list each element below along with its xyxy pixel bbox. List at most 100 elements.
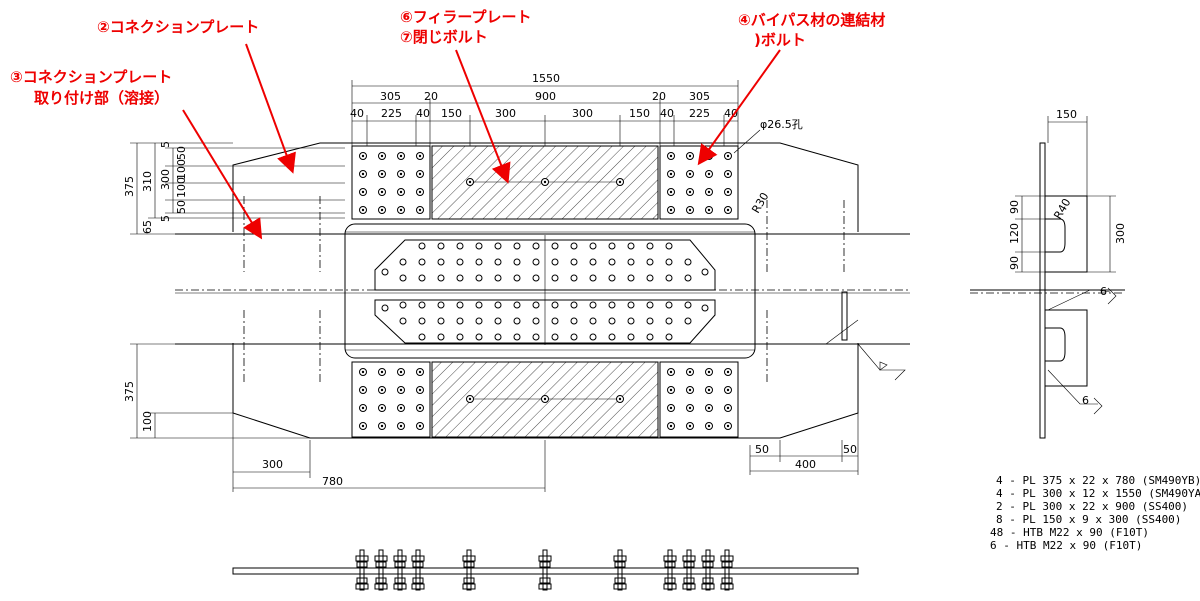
elevation-bolt-nut (411, 555, 425, 562)
arrow-bypass (697, 49, 781, 166)
splice-bolt-hole (456, 258, 464, 266)
splice-bolt-hole (513, 317, 521, 325)
splice-bolt-hole (437, 274, 445, 282)
elevation-bolt-nut (463, 561, 475, 568)
bolt-center (707, 388, 711, 392)
dim-1550: 1550 (532, 72, 560, 85)
weld-leader-1 (825, 319, 859, 345)
dim-150a: 150 (441, 107, 462, 120)
splice-bolt-hole (589, 333, 597, 341)
arrow-connection-plate (245, 43, 296, 174)
elevation-bolt-nut (355, 583, 369, 590)
splice-bolt-hole (418, 258, 426, 266)
splice-bolt-hole (627, 274, 635, 282)
splice-bolt-hole (437, 317, 445, 325)
bolt-center (669, 154, 673, 158)
material-list: 4 - PL 375 x 22 x 780 (SM490YB) 4 - PL 3… (990, 474, 1200, 552)
splice-bolt-hole (494, 242, 502, 250)
ann-weld-line1: ③コネクションプレート (10, 68, 172, 86)
elevation-bolt-nut (393, 583, 407, 590)
bolt-group-upper-left (351, 145, 431, 220)
bolt-center (726, 208, 730, 212)
side-cutout-upper (1045, 218, 1066, 253)
splice-bolt-hole (399, 301, 407, 309)
bolt-center (688, 190, 692, 194)
side-cutout-lower (1045, 327, 1066, 362)
bolt-center (669, 388, 673, 392)
elevation-bolt-nut (538, 555, 552, 562)
dim-50b: 50 (175, 200, 188, 214)
weld-leader-2 (857, 343, 906, 381)
splice-bolt-hole (456, 274, 464, 282)
bottom-elevation (232, 549, 859, 591)
splice-bolt-hole (665, 274, 673, 282)
splice-bolt-hole (494, 258, 502, 266)
elevation-bolt-nut (539, 561, 551, 568)
elevation-bolt-shank (686, 549, 692, 591)
splice-bolt-hole (646, 317, 654, 325)
splice-bolt-hole (608, 333, 616, 341)
upper-splice-plate (374, 239, 716, 291)
elevation-bolt-nut (375, 577, 387, 584)
weld-line-side-a (1097, 289, 1111, 293)
elevation-bolt-nut (375, 561, 387, 568)
splice-bolt-hole (589, 274, 597, 282)
elevation-bolt-nut (721, 577, 733, 584)
splice-bolt-hole (381, 268, 389, 276)
bolt-center (399, 154, 403, 158)
bolt-center (688, 154, 692, 158)
bolt-center (380, 370, 384, 374)
side-r40: R40 (1051, 196, 1073, 221)
bolt-center (361, 370, 365, 374)
bolt-center (418, 370, 422, 374)
splice-bolt-hole (456, 317, 464, 325)
material-item: 4 - PL 375 x 22 x 780 (SM490YB) (996, 474, 1200, 487)
bolt-holes (359, 152, 732, 430)
bolt-center (418, 424, 422, 428)
bolt-center (669, 172, 673, 176)
splice-bolt-hole (475, 274, 483, 282)
elevation-bolt-shank (617, 549, 623, 591)
splice-bolt-hole (684, 317, 692, 325)
end-stiffener (841, 291, 848, 341)
splice-bolt-hole (570, 258, 578, 266)
splice-bolt-hole (684, 274, 692, 282)
splice-bolt-hole (570, 274, 578, 282)
splice-bolt-hole (684, 301, 692, 309)
splice-bolt-hole (646, 258, 654, 266)
bolt-center (361, 424, 365, 428)
splice-bolt-hole (418, 317, 426, 325)
splice-bolt-hole (399, 258, 407, 266)
elevation-bolt-nut (538, 583, 552, 590)
bolt-group-lower-right (659, 361, 739, 438)
splice-bolt-hole (665, 317, 673, 325)
weld-symbol-a (1107, 287, 1117, 305)
dim-300-left: 300 (159, 169, 172, 190)
splice-bolt-hole (494, 274, 502, 282)
bolt-center (380, 172, 384, 176)
dim-400: 400 (795, 458, 816, 471)
dim-40b: 40 (416, 107, 430, 120)
elevation-bolt-shank (415, 549, 421, 591)
dim-310: 310 (141, 171, 154, 192)
dim-100-bot: 100 (141, 411, 154, 432)
bolt-center (669, 406, 673, 410)
splice-bolt-hole (627, 258, 635, 266)
bolt-center (688, 388, 692, 392)
elevation-bolt-nut (682, 583, 696, 590)
splice-bolt-hole (589, 317, 597, 325)
splice-bolt-hole (589, 301, 597, 309)
splice-bolt-hole (399, 274, 407, 282)
bolt-center (707, 190, 711, 194)
material-item: 8 - PL 150 x 9 x 300 (SS400) (996, 513, 1181, 526)
dim-50a: 50 (175, 146, 188, 160)
bolt-center (361, 154, 365, 158)
dim-20-left: 20 (424, 90, 438, 103)
side-dim-120: 120 (1008, 223, 1021, 244)
elevation-bolt-nut (664, 577, 676, 584)
closing-bolt-center (543, 397, 547, 401)
dim-300-bot: 300 (262, 458, 283, 471)
elevation-bolt-nut (721, 561, 733, 568)
elevation-bolt-nut (355, 555, 369, 562)
closing-bolt-center (618, 180, 622, 184)
